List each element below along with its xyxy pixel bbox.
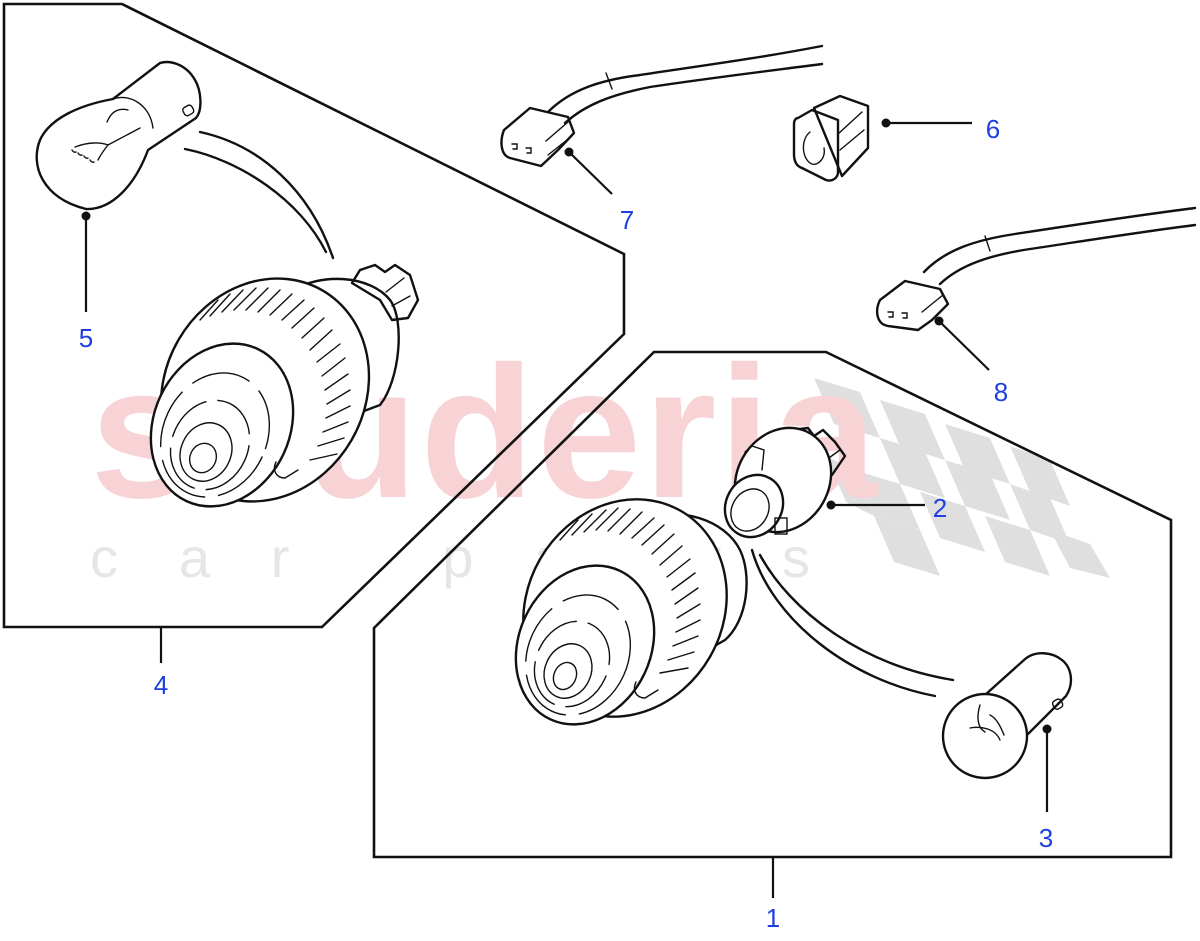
watermark-letter: p: [442, 526, 474, 589]
harness-connector-8-icon: [875, 206, 1197, 371]
callout-2[interactable]: 2: [932, 493, 948, 523]
grommet-6-icon: [792, 94, 972, 182]
watermark-letter: c: [90, 526, 118, 589]
motion-arc: [750, 548, 937, 698]
callout-7[interactable]: 7: [619, 205, 635, 235]
bulb-holder-2-icon: [723, 426, 925, 539]
lamp-lens-right-icon: [514, 498, 748, 726]
bulb-small-icon: [941, 652, 1073, 812]
bulb-large-icon: [35, 60, 202, 312]
motion-arc: [758, 553, 955, 682]
callout-3[interactable]: 3: [1038, 823, 1054, 853]
callout-1[interactable]: 1: [765, 903, 781, 933]
callout-4[interactable]: 4: [153, 670, 169, 700]
group-box-left: [2, 2, 626, 629]
harness-connector-7-icon: [500, 44, 824, 195]
lamp-lens-left-icon: [149, 263, 420, 508]
group-box-right: [372, 350, 1173, 859]
watermark-letter: s: [782, 526, 810, 589]
watermark-letter: a: [178, 526, 210, 589]
callout-6[interactable]: 6: [985, 114, 1001, 144]
callout-5[interactable]: 5: [78, 323, 94, 353]
motion-arc: [183, 147, 328, 254]
motion-arc: [198, 130, 335, 260]
watermark-letter: r: [270, 526, 290, 589]
callout-8[interactable]: 8: [993, 377, 1009, 407]
